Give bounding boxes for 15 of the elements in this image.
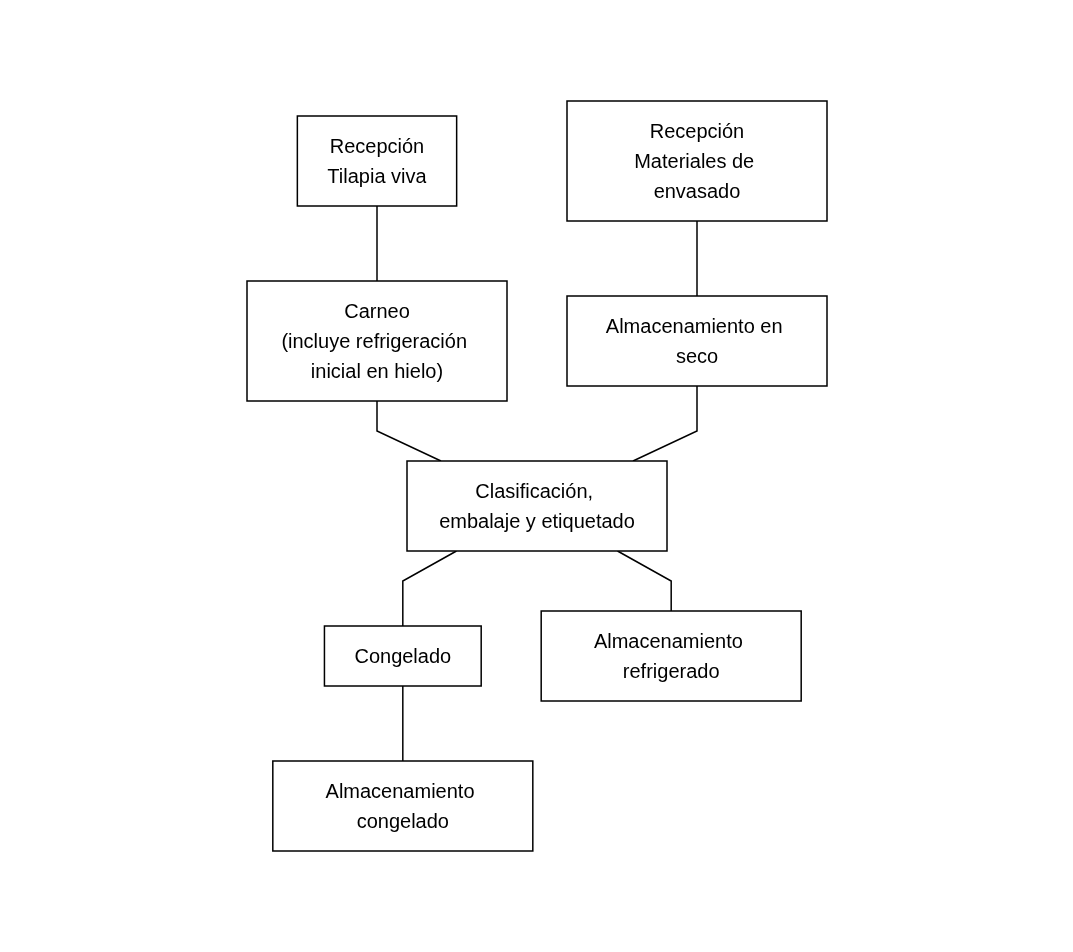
connector <box>695 220 698 297</box>
node-box: Almacenamiento en seco <box>565 295 828 387</box>
node-box: Almacenamiento refrigerado <box>539 610 802 702</box>
connector <box>401 550 457 627</box>
node-box: Almacenamiento congelado <box>271 760 534 852</box>
node-box: Congelado <box>323 625 482 687</box>
connector <box>616 550 672 612</box>
connector <box>375 400 442 462</box>
connector <box>631 385 698 462</box>
node-box: Clasificación, embalaje y etiquetado <box>405 460 668 552</box>
connector <box>375 205 378 282</box>
node-box: Recepción Materiales de envasado <box>565 100 828 222</box>
connector <box>401 685 404 762</box>
node-box: Recepción Tilapia viva <box>296 115 457 207</box>
node-box: Carneo (incluye refrigeración inicial en hielo) <box>245 280 508 402</box>
